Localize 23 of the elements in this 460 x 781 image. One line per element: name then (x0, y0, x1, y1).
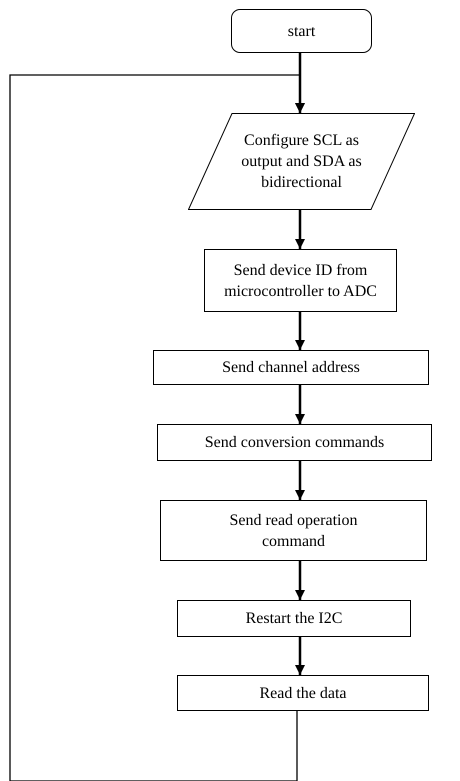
input-output-parallelogram (188, 113, 415, 210)
process-box (153, 350, 429, 385)
terminal-box (231, 9, 372, 53)
arrow (295, 637, 305, 675)
node-label: Send conversion commands (204, 433, 384, 453)
process-box (177, 675, 429, 711)
node-label: Send channel address (222, 358, 360, 378)
node-label: Configure SCL as output and SDA as bidirectional (240, 131, 363, 193)
arrow (295, 385, 305, 424)
node-label: Read the data (259, 684, 347, 704)
arrow (9, 74, 305, 781)
node-label: Send read operation command (228, 510, 358, 552)
process-box (157, 424, 432, 461)
arrow (295, 210, 305, 249)
arrow (295, 312, 305, 350)
node-label: Restart the I2C (246, 609, 342, 629)
node-label: Send device ID from microcontroller to ADC (223, 260, 378, 302)
process-box (177, 600, 411, 637)
process-box (160, 500, 427, 561)
node-label: start (288, 22, 316, 42)
process-box (204, 249, 397, 312)
arrow (295, 561, 305, 600)
arrow (295, 461, 305, 500)
